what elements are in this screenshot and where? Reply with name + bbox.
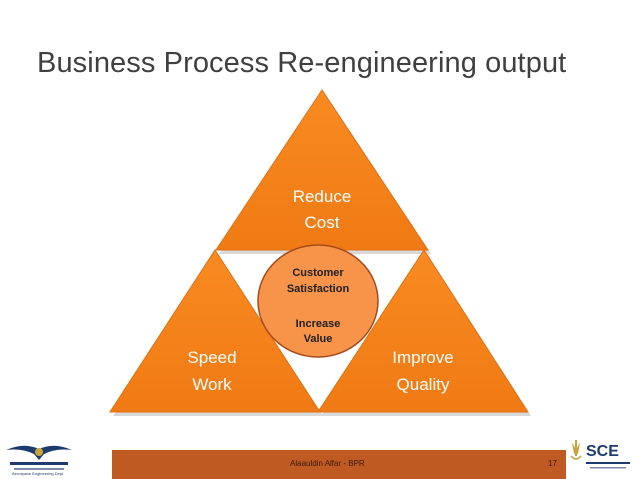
slide-title: Business Process Re-engineering output xyxy=(37,47,567,79)
top-triangle-label-2: Cost xyxy=(305,213,340,232)
circle-label-customer: Customer xyxy=(292,267,344,279)
aerospace-dept-logo xyxy=(6,445,72,470)
right-triangle xyxy=(317,249,529,413)
left-logo-caption: Aerospace Engineering Dept xyxy=(12,471,64,476)
page-number: 17 xyxy=(548,459,557,468)
sce-logo-mark: SCE xyxy=(586,443,619,460)
circle-label-increase: Increase xyxy=(296,318,341,330)
footer-author: Alaauldin Alfar - BPR xyxy=(290,459,365,468)
sce-logo: SCE xyxy=(570,440,630,469)
left-triangle-label-1: Speed xyxy=(187,348,236,367)
circle-label-satisfaction: Satisfaction xyxy=(287,283,350,295)
circle-label-value: Value xyxy=(304,333,333,345)
right-triangle-label-1: Improve xyxy=(392,348,453,367)
top-triangle-label-1: Reduce xyxy=(293,187,352,206)
center-circle xyxy=(257,244,379,358)
left-triangle-label-2: Work xyxy=(192,375,232,394)
right-triangle-label-2: Quality xyxy=(397,375,450,394)
footer-bar xyxy=(112,450,566,479)
